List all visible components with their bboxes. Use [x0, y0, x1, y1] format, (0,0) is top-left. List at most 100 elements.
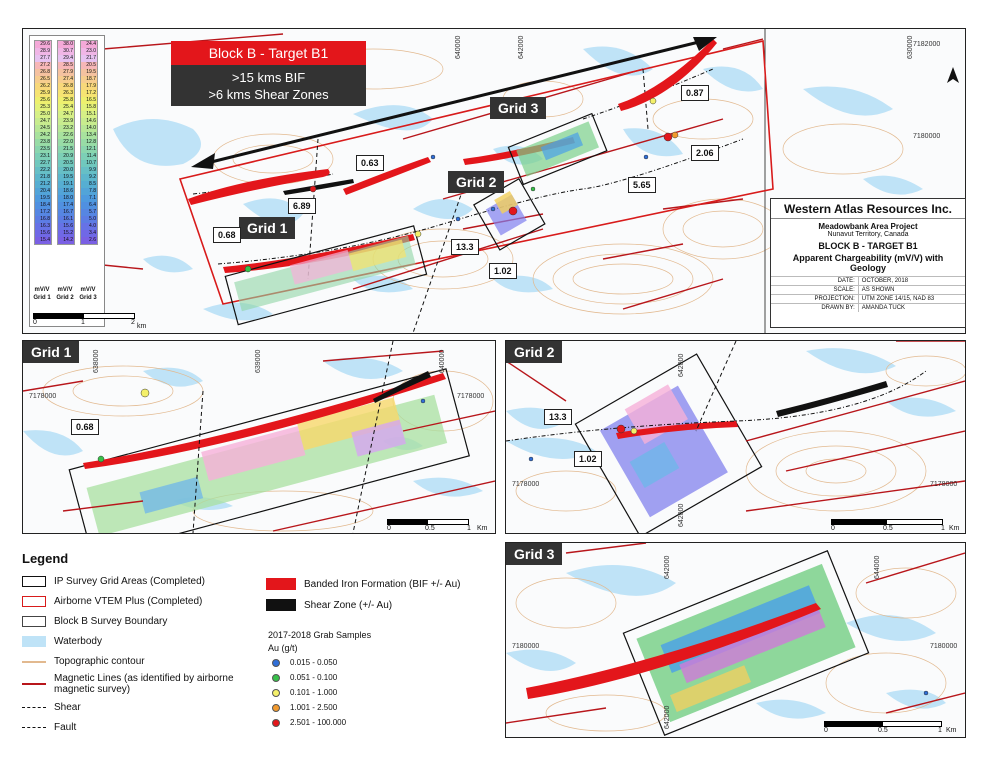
boundary-swatch [22, 616, 46, 627]
colorbar-swatch: 18.4 [35, 202, 51, 209]
colorbar-swatch: 29.6 [35, 41, 51, 48]
colorbar-swatch: 24.2 [35, 132, 51, 139]
grid2-canvas [506, 341, 965, 533]
colorbar-swatch: 7.1 [81, 195, 97, 202]
colorbar-swatch: 3.4 [81, 230, 97, 237]
colorbar-swatch: 15.1 [81, 111, 97, 118]
colorbar-swatch: 27.9 [58, 69, 74, 76]
colorbar-swatch: 20.5 [58, 160, 74, 167]
value-label: 6.89 [288, 198, 316, 214]
colorbar-swatch: 23.5 [35, 146, 51, 153]
colorbar-swatch: 9.2 [81, 174, 97, 181]
north-arrow-icon [947, 67, 959, 85]
contour-swatch [22, 660, 46, 663]
easting-label: 642000 [664, 705, 671, 729]
legend-item: Block B Survey Boundary [22, 616, 167, 627]
colorbar-swatch: 25.6 [35, 97, 51, 104]
colorbar-swatch: 2.6 [81, 237, 97, 244]
grid2-label: Grid 2 [448, 171, 505, 193]
legend-item: 1.001 - 2.500 [272, 703, 337, 712]
colorbar-swatch: 13.4 [81, 132, 97, 139]
colorbar-swatch: 15.4 [35, 237, 51, 244]
value-label: 5.65 [628, 177, 656, 193]
grid1-canvas [23, 341, 495, 533]
ip-grid-swatch [22, 576, 46, 587]
colorbar-swatch: 25.8 [58, 97, 74, 104]
colorbar-swatch: 18.0 [58, 195, 74, 202]
colorbar-swatch: 25.0 [35, 111, 51, 118]
colorbar-swatch: 25.4 [58, 104, 74, 111]
colorbar-swatch: 23.0 [81, 48, 97, 55]
grid1-label: Grid 1 [239, 217, 296, 239]
colorbar-swatch: 23.2 [58, 125, 74, 132]
colorbar-swatch: 17.2 [35, 209, 51, 216]
sample-dot-icon [272, 658, 280, 667]
northing-label: 7178000 [29, 393, 57, 400]
banner-line-1: >15 kms BIF [231, 70, 306, 85]
legend-item: Waterbody [22, 636, 102, 647]
colorbar-swatch: 23.1 [35, 153, 51, 160]
grid3-label: Grid 3 [490, 97, 547, 119]
colorbar-swatch: 16.7 [58, 209, 74, 216]
northing-label: 7180000 [913, 133, 941, 140]
banner-line-2: >6 kms Shear Zones [208, 87, 329, 102]
colorbar-swatch: 26.8 [58, 83, 74, 90]
colorbar-swatch: 24.5 [35, 125, 51, 132]
legend-item: Shear [22, 702, 81, 713]
colorbar-swatch: 22.7 [35, 160, 51, 167]
colorbar-swatch: 27.4 [58, 76, 74, 83]
colorbar-swatch: 24.7 [58, 111, 74, 118]
legend-item: Banded Iron Formation (BIF +/- Au) [266, 578, 460, 590]
legend-item: IP Survey Grid Areas (Completed) [22, 576, 205, 587]
colorbar-swatch: 23.8 [35, 139, 51, 146]
colorbar-swatch: 21.7 [81, 55, 97, 62]
colorbar-swatch: 26.2 [35, 83, 51, 90]
value-label: 1.02 [574, 451, 602, 467]
colorbar-swatch: 7.8 [81, 188, 97, 195]
colorbar-swatch: 23.9 [58, 118, 74, 125]
grid1-tag: Grid 1 [23, 341, 80, 363]
easting-label: 642000 [678, 353, 685, 377]
colorbar-swatch: 30.7 [58, 48, 74, 55]
grid3-tag: Grid 3 [506, 543, 563, 565]
map-title: Apparent Chargeability (mV/V) with Geolo… [792, 253, 944, 273]
colorbar-swatch: 22.2 [35, 167, 51, 174]
northing-label: 7178000 [512, 481, 540, 488]
scale-bar: 0 0.5 1 Km [831, 519, 961, 533]
colorbar-swatch: 29.4 [58, 55, 74, 62]
colorbar-swatch: 25.3 [35, 104, 51, 111]
grid3-panel[interactable]: Grid 3 642000 642000 644000 7180000 7180… [505, 542, 966, 738]
value-label: 2.06 [691, 145, 719, 161]
colorbar-swatch: 15.6 [58, 223, 74, 230]
easting-label: 642000 [518, 35, 525, 59]
info-table: DATE:OCTOBER, 2018 SCALE:AS SHOWN PROJEC… [771, 276, 965, 312]
grid1-panel[interactable]: Grid 1 0.68 638000 639000 640000 7178000… [22, 340, 496, 534]
legend-item: 0.101 - 1.000 [272, 688, 337, 697]
colorbar-swatch: 16.8 [35, 216, 51, 223]
value-label: 13.3 [451, 239, 479, 255]
legend-item: Topographic contour [22, 656, 145, 667]
colorbar-swatch: 21.5 [58, 146, 74, 153]
scale-bar: 0 0.5 1 Km [824, 721, 962, 735]
colorbar-swatch: 4.0 [81, 223, 97, 230]
scale-bar: 0 0.5 1 Km [387, 519, 495, 533]
colorbar-swatch: 27.2 [35, 62, 51, 69]
banner-title: Block B - Target B1 [171, 41, 366, 65]
colorbar-swatch: 16.3 [35, 223, 51, 230]
legend-item: Airborne VTEM Plus (Completed) [22, 596, 202, 607]
colorbar-swatch: 14.2 [58, 237, 74, 244]
grid2-panel[interactable]: Grid 2 13.3 1.02 642000 642000 7178000 7… [505, 340, 966, 534]
target-banner: Block B - Target B1 >15 kms BIF >6 kms S… [171, 41, 366, 106]
colorbar-swatch: 19.5 [58, 174, 74, 181]
colorbar-swatch: 26.8 [35, 69, 51, 76]
value-label: 0.68 [71, 419, 99, 435]
colorbar-swatch: 5.7 [81, 209, 97, 216]
colorbar-swatch: 10.7 [81, 160, 97, 167]
grid3-canvas [506, 543, 965, 736]
easting-label: 642000 [678, 503, 685, 527]
colorbar-swatch: 15.6 [35, 230, 51, 237]
easting-label: 642000 [664, 555, 671, 579]
